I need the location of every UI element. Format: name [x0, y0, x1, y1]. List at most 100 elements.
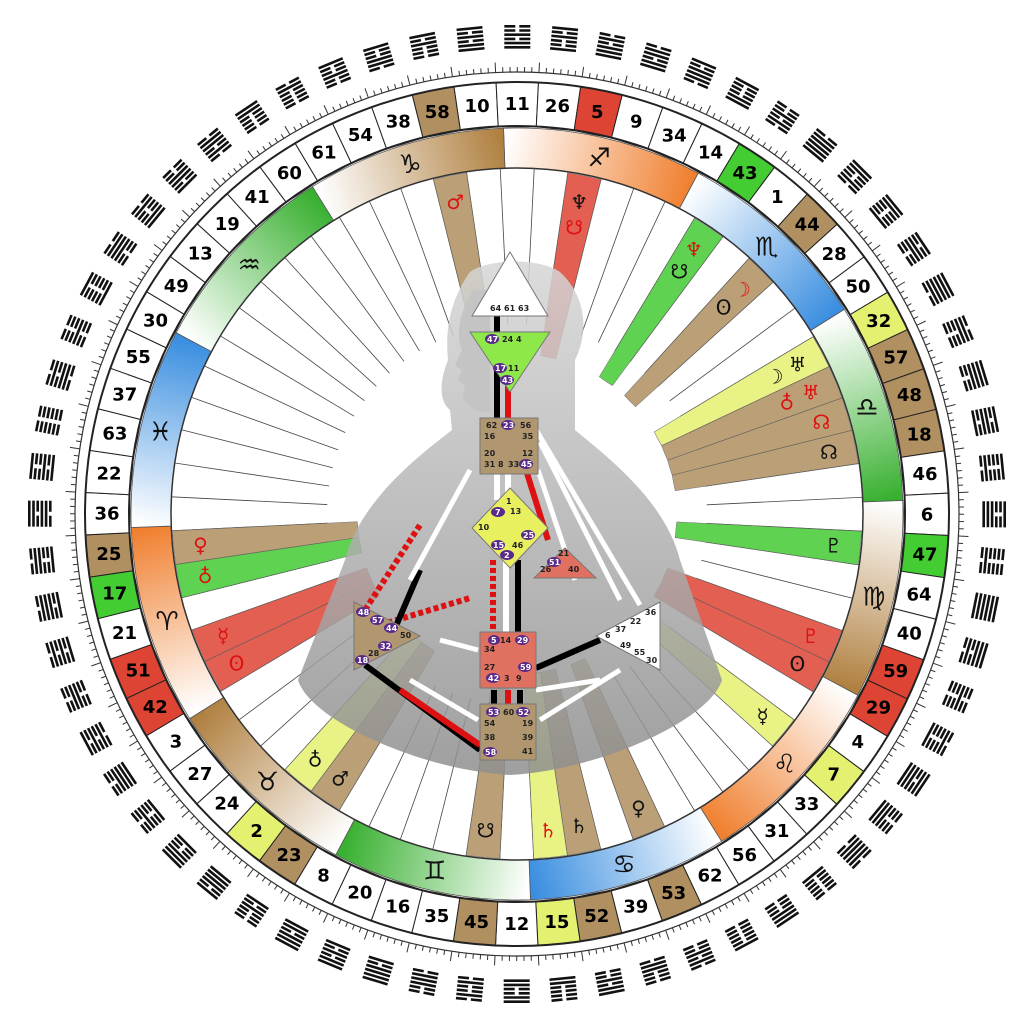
tick-mark: [170, 793, 176, 798]
tick-mark: [631, 82, 634, 88]
tick-mark: [813, 178, 822, 188]
hexagram-line: [130, 205, 140, 216]
hexagram-line: [106, 233, 124, 257]
hexagram-line: [963, 686, 970, 698]
hexagram-line: [1001, 549, 1005, 561]
tick-mark: [843, 810, 853, 819]
hexagram-line: [60, 328, 67, 340]
hexagram-line: [741, 925, 753, 934]
hexagram-line: [472, 977, 485, 981]
tick-mark: [645, 86, 648, 92]
planet-symbol: ♀: [193, 533, 208, 557]
gate-label: 23: [503, 421, 514, 430]
hexagram-line: [368, 66, 381, 73]
tick-mark: [948, 607, 954, 610]
tick-mark: [181, 209, 191, 218]
hexagram-line: [457, 40, 469, 44]
hexagram-line: [935, 726, 944, 738]
hexagram-line: [137, 210, 147, 221]
hexagram-line: [424, 35, 436, 41]
hexagram-line: [815, 127, 826, 137]
hexagram-line: [296, 91, 308, 99]
hexagram-line: [851, 159, 873, 180]
hexagram-line: [69, 700, 77, 712]
hexagram-line: [75, 681, 83, 693]
hexagram-line: [928, 295, 937, 307]
head-profile: [455, 290, 490, 412]
tick-mark: [190, 207, 195, 213]
tick-mark: [863, 235, 868, 240]
hexagram-line: [38, 595, 47, 622]
planet-symbol: ♄: [570, 814, 588, 838]
tick-mark: [394, 83, 397, 90]
hexagram-line: [910, 771, 928, 795]
tick-mark: [77, 592, 83, 595]
tick-mark: [422, 76, 425, 83]
tick-mark: [195, 820, 200, 826]
hexagram-line: [503, 1000, 530, 1004]
tick-mark: [566, 953, 569, 959]
hexagram-line: [181, 850, 191, 860]
hexagram-icon: [958, 359, 989, 392]
gate-number: 42: [143, 697, 168, 718]
hexagram-line: [594, 970, 607, 976]
hexagram-line: [378, 46, 390, 52]
gate-label: 43: [502, 376, 513, 385]
tick-mark: [603, 75, 605, 81]
hexagram-line: [51, 592, 56, 604]
hexagram-line: [161, 848, 183, 869]
hexagram-icon: [34, 405, 64, 436]
hexagram-line: [994, 516, 998, 528]
hexagram-line: [643, 50, 670, 61]
hexagram-line: [597, 983, 609, 988]
hexagram-line: [767, 114, 791, 131]
gate-number: 58: [425, 102, 450, 123]
hexagram-line: [54, 607, 59, 619]
hexagram-line: [987, 595, 995, 622]
hexagram-line: [33, 548, 39, 575]
hexagram-line: [689, 954, 715, 967]
hexagram-icon: [868, 799, 904, 835]
tick-circle: [74, 71, 960, 957]
tick-mark: [108, 702, 118, 708]
hexagram-line: [884, 824, 894, 835]
tick-mark: [450, 66, 453, 77]
hexagram-line: [974, 593, 983, 620]
tick-mark: [595, 948, 598, 954]
hexagram-line: [162, 169, 172, 180]
hexagram-line: [199, 130, 222, 150]
tick-mark: [227, 172, 232, 178]
hexagram-line: [724, 925, 736, 934]
tick-mark: [623, 942, 628, 953]
tick-mark: [927, 349, 934, 353]
tick-mark: [610, 77, 613, 83]
hexagram-line: [612, 43, 624, 48]
tick-mark: [731, 900, 735, 906]
hexagram-line: [61, 637, 67, 649]
tick-mark: [380, 88, 383, 94]
tick-mark: [244, 158, 249, 164]
hexagram-line: [769, 110, 781, 120]
hexagram-icon: [362, 42, 395, 73]
g-gates: 1 7 13 10 25 15 46 2: [478, 497, 535, 560]
planet-symbol: ♀: [631, 796, 646, 820]
hexagram-line: [744, 91, 756, 99]
hexagram-line: [518, 987, 530, 991]
spoke-line: [171, 496, 328, 505]
hexagram-line: [202, 134, 225, 153]
tick-mark: [339, 103, 342, 109]
hexagram-line: [457, 980, 484, 986]
tick-mark: [945, 621, 956, 625]
gate-number: 18: [907, 424, 932, 445]
hexagram-line: [609, 967, 621, 973]
hexagram-line: [457, 34, 484, 40]
hexagram-line: [875, 201, 885, 213]
hexagram-line: [288, 76, 300, 84]
hexagram-line: [908, 253, 918, 265]
tick-mark: [280, 133, 285, 139]
hexagram-line: [455, 996, 468, 1001]
tick-mark: [925, 342, 931, 346]
hexagram-line: [97, 277, 106, 289]
hexagram-line: [53, 640, 59, 652]
hexagram-line: [504, 45, 531, 49]
